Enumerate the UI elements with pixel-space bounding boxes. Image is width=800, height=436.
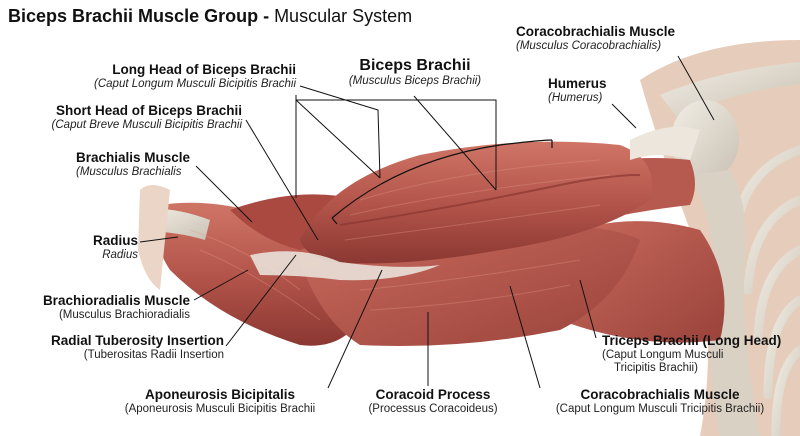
label-coracobrachialis-bottom: Coracobrachialis Muscle (Caput Longum Mu… [540,387,780,416]
label-short-head-latin: (Caput Breve Musculi Bicipitis Brachii [51,118,242,131]
label-humerus-name: Humerus [548,76,607,91]
label-radial-tuberosity-latin: (Tuberositas Radii Insertion [83,348,224,361]
scapula-edge [690,170,760,436]
label-brachialis-latin: (Musculus Brachialis [76,165,182,178]
label-long-head-latin: (Caput Longum Musculi Bicipitis Brachii [94,77,296,90]
label-coracoid: Coracoid Process (Processus Coracoideus) [362,387,504,416]
label-brachioradialis: Brachioradialis Muscle (Musculus Brachio… [43,293,190,322]
label-coracobrachialis-bottom-latin: (Caput Longum Musculi Tricipitis Brachii… [555,402,765,415]
shoulder-tendon [630,126,700,160]
leader-aponeurosis [327,269,383,389]
label-radius: Radius Radius [93,233,138,262]
label-triceps-name: Triceps Brachii (Long Head) [602,333,782,348]
label-coracoid-latin: (Processus Coracoideus) [368,402,498,415]
title-regular: Muscular System [274,6,413,26]
label-aponeurosis-name: Aponeurosis Bicipitalis [144,387,296,402]
label-aponeurosis: Aponeurosis Bicipitalis (Aponeurosis Mus… [114,387,326,416]
label-triceps-latin-1: (Caput Longum Musculi [602,348,724,361]
label-humerus-latin: (Humerus) [548,91,603,104]
forearm-shape [156,202,360,346]
leader-brachioradialis [193,269,249,301]
leader-radius [139,236,179,243]
label-brachialis: Brachialis Muscle (Musculus Brachialis [76,150,190,179]
label-radial-tuberosity: Radial Tuberosity Insertion (Tuberositas… [51,333,224,362]
leader-biceps [413,95,497,191]
leader-brachialis [195,165,253,223]
label-brachioradialis-latin: (Musculus Brachioradialis [58,308,190,321]
muscle-striations [189,159,611,321]
biceps-division [339,174,641,226]
label-triceps: Triceps Brachii (Long Head) (Caput Longu… [602,333,781,375]
label-brachialis-name: Brachialis Muscle [76,150,191,165]
leader-coracobrachialis-bottom [509,285,541,389]
title-bold: Biceps Brachii Muscle Group - [8,6,275,26]
elbow-skin [138,185,170,290]
label-radius-name: Radius [92,233,138,248]
label-coracobrachialis-top: Coracobrachialis Muscle (Musculus Coraco… [516,24,675,53]
label-triceps-latin-2: Tricipitis Brachii) [614,361,698,374]
leader-short-head [245,119,319,241]
label-coracobrachialis-top-latin: (Musculus Coracobrachialis) [516,39,662,52]
label-short-head-name: Short Head of Biceps Brachii [55,103,242,118]
biceps-bracket [331,139,553,219]
label-long-head-name: Long Head of Biceps Brachii [112,62,296,77]
label-radius-latin: Radius [102,248,138,261]
label-long-head: Long Head of Biceps Brachii (Caput Longu… [94,62,296,91]
label-coracoid-name: Coracoid Process [375,387,491,402]
leader-radial-tuberosity [225,254,297,347]
leader-humerus [611,103,637,129]
label-radial-tuberosity-name: Radial Tuberosity Insertion [50,333,224,348]
page-title: Biceps Brachii Muscle Group - Muscular S… [8,6,412,27]
label-biceps: Biceps Brachii (Musculus Biceps Brachii) [330,57,500,89]
label-brachioradialis-name: Brachioradialis Muscle [42,293,190,308]
label-biceps-latin: (Musculus Biceps Brachii) [348,75,482,88]
leader-triceps [579,279,597,339]
label-coracobrachialis-bottom-name: Coracobrachialis Muscle [580,387,740,402]
leader-coracobrachialis-top [677,55,715,121]
label-humerus: Humerus (Humerus) [548,76,607,105]
aponeurosis-tendon [250,251,440,281]
biceps-bracket-tick-left [331,217,338,225]
label-short-head: Short Head of Biceps Brachii (Caput Brev… [52,103,242,132]
label-coracobrachialis-top-name: Coracobrachialis Muscle [516,24,676,39]
label-biceps-name: Biceps Brachii [359,57,471,74]
label-aponeurosis-latin: (Aponeurosis Musculi Bicipitis Brachii [124,402,316,415]
leader-lines [139,55,715,389]
